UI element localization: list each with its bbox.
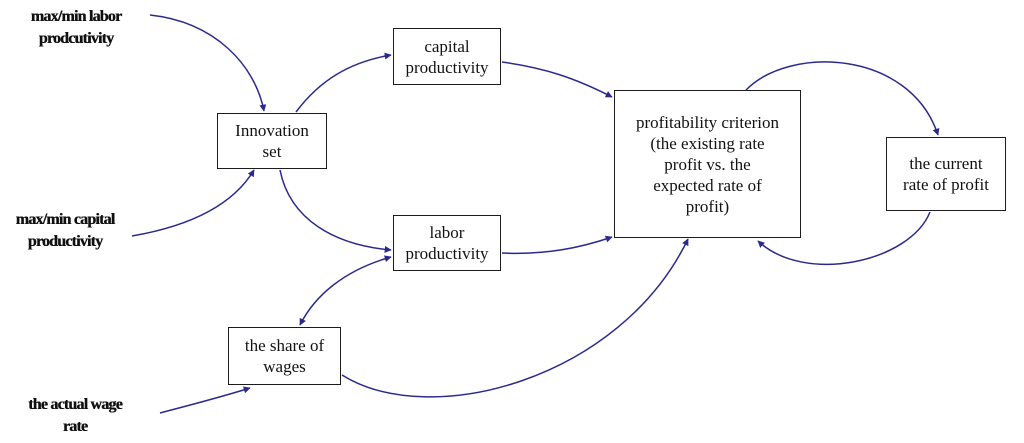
link-labor-share-bidirectional (299, 255, 392, 326)
label-actual-wage-rate: the actual wage rate (28, 396, 123, 435)
link-profit-to-current (745, 61, 940, 136)
label-max-min-labor-productivity: max/min labor prodcutivity (30, 8, 122, 47)
link-share-to-profit (341, 238, 689, 398)
node-share-of-wages: the share of wages (228, 327, 341, 385)
node-innovation-set: Innovation set (217, 113, 327, 169)
node-current-rate-of-profit: the current rate of profit (886, 137, 1006, 211)
node-profitability-criterion: profitability criterion (the existing ra… (614, 90, 801, 238)
link-current-to-profit (757, 211, 931, 266)
node-capital-productivity: capital productivity (393, 28, 501, 85)
label-max-min-capital-productivity: max/min capital productivity (15, 211, 115, 250)
link-innovation-to-labor (279, 169, 392, 253)
link-capital-to-profit (501, 61, 613, 98)
link-maxcapital-to-innovation (131, 169, 255, 237)
node-labor-productivity: labor productivity (393, 215, 501, 271)
link-innovation-to-capital (295, 52, 392, 113)
link-labor-to-profit (501, 235, 613, 255)
link-wage-to-share (159, 386, 251, 414)
link-maxlabor-to-innovation (149, 14, 267, 112)
